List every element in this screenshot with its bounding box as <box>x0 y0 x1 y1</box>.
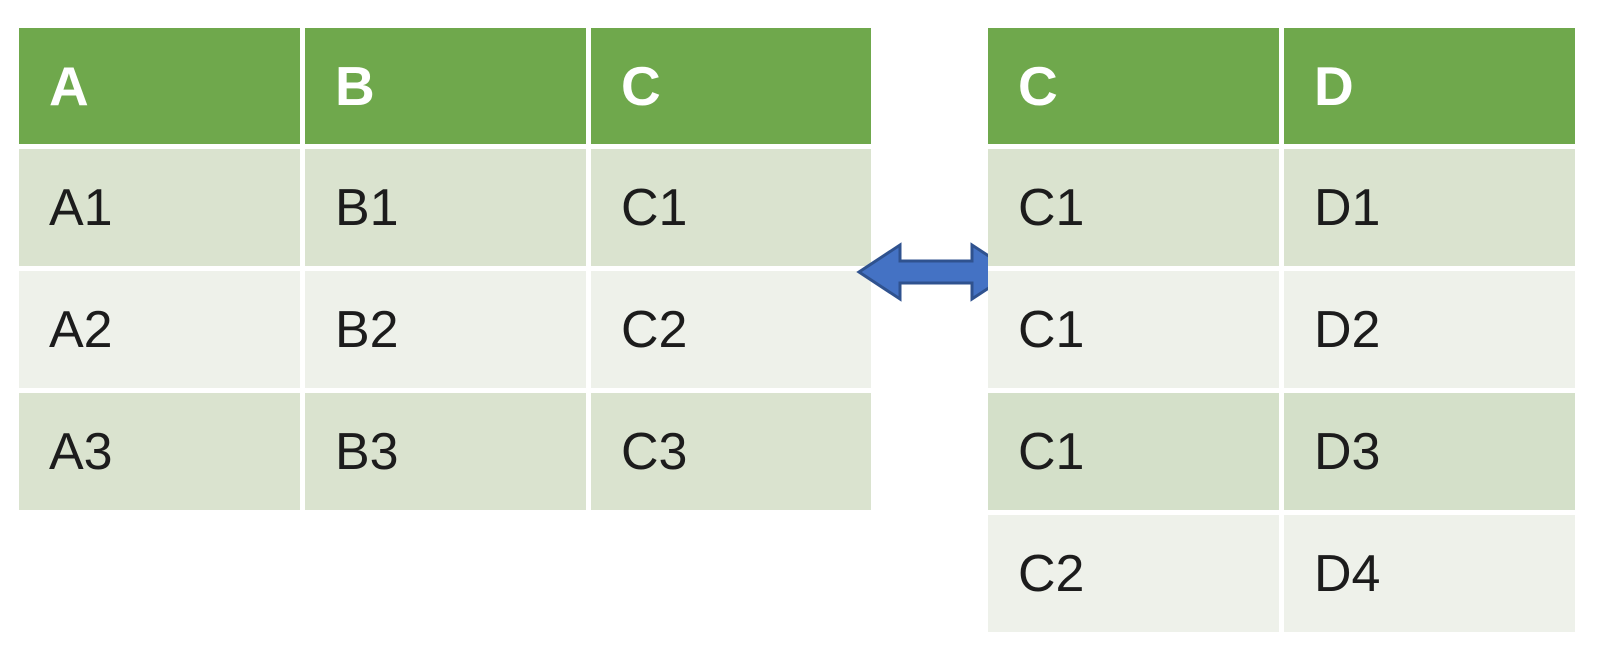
table-cell: C1 <box>988 393 1279 510</box>
right-table-header-d: D <box>1284 28 1575 144</box>
table-cell: B2 <box>305 271 586 388</box>
table-cell: A2 <box>19 271 300 388</box>
left-table-header-c: C <box>591 28 871 144</box>
table-cell: C1 <box>988 149 1279 266</box>
table-cell: D2 <box>1284 271 1575 388</box>
table-cell: B3 <box>305 393 586 510</box>
table-cell: A1 <box>19 149 300 266</box>
left-table: A B C A1 B1 C1 A2 B2 C2 A3 B3 C3 <box>19 28 871 510</box>
left-table-header-a: A <box>19 28 300 144</box>
table-cell: B1 <box>305 149 586 266</box>
table-cell: D3 <box>1284 393 1575 510</box>
left-table-header-b: B <box>305 28 586 144</box>
table-cell: C2 <box>988 515 1279 632</box>
table-cell: D4 <box>1284 515 1575 632</box>
table-cell: C1 <box>988 271 1279 388</box>
table-cell: D1 <box>1284 149 1575 266</box>
table-cell: C2 <box>591 271 871 388</box>
table-cell: C1 <box>591 149 871 266</box>
table-cell: A3 <box>19 393 300 510</box>
table-cell: C3 <box>591 393 871 510</box>
right-table: C D C1 D1 C1 D2 C1 D3 C2 D4 <box>988 28 1575 632</box>
right-table-header-c: C <box>988 28 1279 144</box>
